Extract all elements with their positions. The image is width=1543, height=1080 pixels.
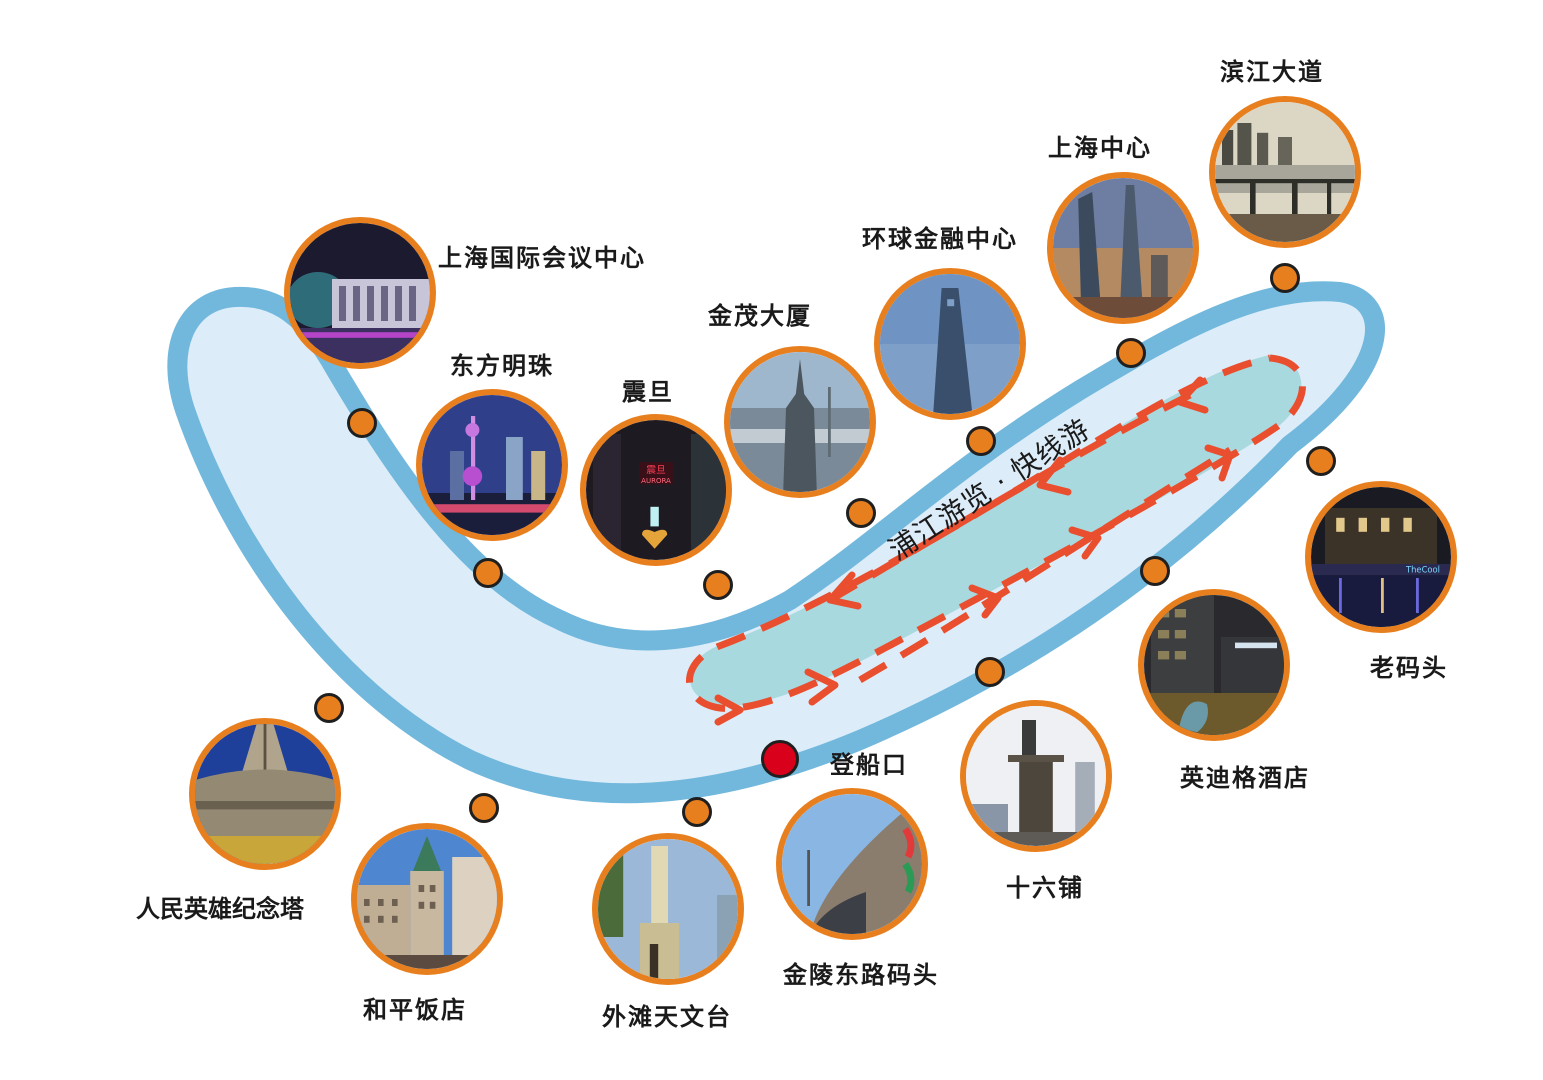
landmark-label-riverside-promenade: 滨江大道 — [1220, 58, 1324, 86]
landmark-marker-bund-observatory[interactable] — [682, 797, 712, 827]
landmark-marker-swfc[interactable] — [966, 426, 996, 456]
landmark-marker-shanghai-tower[interactable] — [1116, 338, 1146, 368]
landmark-photo-jinling-road-pier[interactable] — [776, 788, 928, 940]
landmark-marker-heroes-monument[interactable] — [314, 693, 344, 723]
arrow-icon — [1176, 376, 1209, 414]
landmark-marker-riverside-promenade[interactable] — [1270, 263, 1300, 293]
landmark-label-aurora: 震旦 — [622, 378, 674, 406]
svg-text:AURORA: AURORA — [641, 477, 671, 485]
landmark-label-shanghai-tower: 上海中心 — [1048, 134, 1152, 162]
landmark-marker-hotel-indigo[interactable] — [1140, 556, 1170, 586]
landmark-marker-peace-hotel[interactable] — [469, 793, 499, 823]
arrow-icon — [714, 694, 744, 726]
landmark-photo-jinmao[interactable] — [724, 346, 876, 498]
landmark-photo-peace-hotel[interactable] — [351, 823, 503, 975]
landmark-photo-bund-observatory[interactable] — [592, 833, 744, 985]
landmark-label-hotel-indigo: 英迪格酒店 — [1180, 764, 1310, 792]
landmark-photo-oriental-pearl[interactable] — [416, 389, 568, 541]
landmark-label-jinmao: 金茂大厦 — [708, 302, 812, 330]
landmark-photo-convention-center[interactable] — [284, 217, 436, 369]
landmark-label-heroes-monument: 人民英雄纪念塔 — [136, 895, 304, 923]
landmark-marker-aurora[interactable] — [703, 570, 733, 600]
landmark-marker-oriental-pearl[interactable] — [473, 558, 503, 588]
arrow-icon — [826, 571, 862, 610]
boarding-point-label: 登船口 — [830, 751, 908, 779]
landmark-label-oriental-pearl: 东方明珠 — [450, 352, 554, 380]
landmark-label-convention-center: 上海国际会议中心 — [438, 244, 646, 272]
landmark-photo-shanghai-tower[interactable] — [1047, 172, 1199, 324]
landmark-photo-swfc[interactable] — [874, 268, 1026, 420]
landmark-label-bund-observatory: 外滩天文台 — [602, 1003, 732, 1031]
landmark-label-shiliupu: 十六铺 — [1006, 874, 1084, 902]
arrow-icon — [1204, 444, 1234, 482]
huangpu-river — [167, 281, 1385, 804]
landmark-photo-shiliupu[interactable] — [960, 700, 1112, 852]
landmark-marker-convention-center[interactable] — [347, 408, 377, 438]
landmark-photo-riverside-promenade[interactable] — [1209, 96, 1361, 248]
svg-text:震旦: 震旦 — [646, 464, 666, 476]
landmark-label-swfc: 环球金融中心 — [862, 225, 1018, 253]
landmark-photo-old-wharf[interactable]: TheCool — [1305, 481, 1457, 633]
route-centerline — [828, 391, 1192, 604]
landmark-photo-hotel-indigo[interactable] — [1138, 589, 1290, 741]
route-area — [690, 355, 1302, 706]
landmark-photo-heroes-monument[interactable] — [189, 718, 341, 870]
arrow-icon — [1068, 526, 1102, 560]
landmark-label-old-wharf: 老码头 — [1370, 654, 1448, 682]
boarding-point-marker[interactable] — [761, 740, 799, 778]
arrow-icon — [1036, 456, 1072, 496]
landmark-marker-shiliupu[interactable] — [975, 657, 1005, 687]
arrow-icon — [804, 668, 839, 706]
landmark-marker-jinmao[interactable] — [846, 498, 876, 528]
landmark-label-peace-hotel: 和平饭店 — [363, 996, 467, 1024]
landmark-label-jinling-road-pier: 金陵东路码头 — [783, 961, 939, 989]
landmark-marker-old-wharf[interactable] — [1306, 446, 1336, 476]
arrow-icon — [968, 584, 1002, 619]
svg-text:TheCool: TheCool — [1405, 564, 1440, 574]
